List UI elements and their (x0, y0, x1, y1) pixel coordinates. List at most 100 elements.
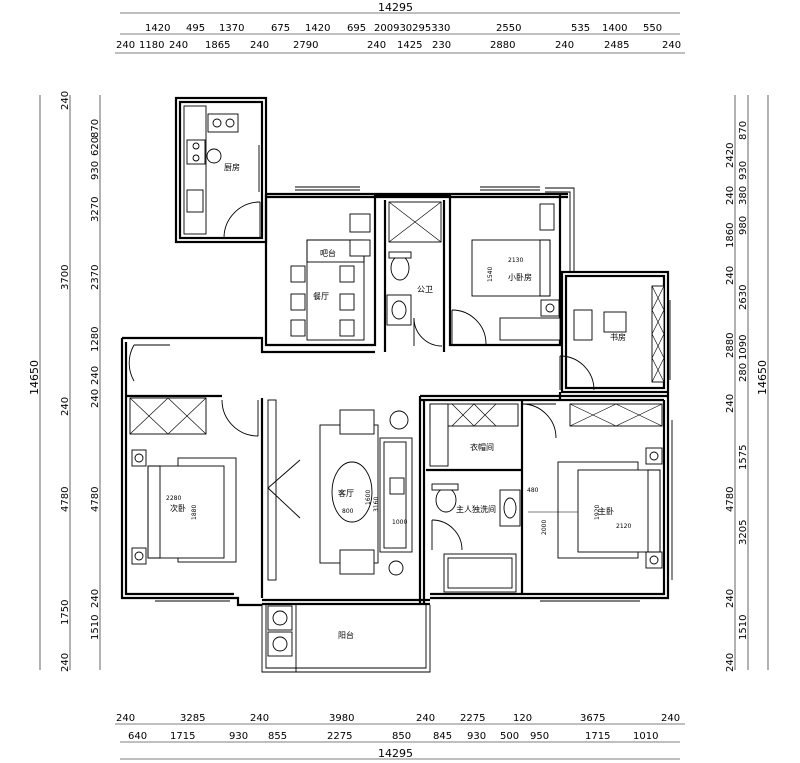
room-label-balcony: 阳台 (338, 630, 354, 640)
dim-label: 240 (90, 589, 101, 608)
room-label-second-bedroom: 次卧 (170, 503, 186, 513)
windows (155, 145, 673, 602)
dim-label: 930 (90, 161, 101, 180)
dim-label: 1400 (602, 23, 627, 34)
top-total-label: 14295 (378, 1, 413, 14)
study-furniture (573, 285, 665, 383)
dim-label: 240 (60, 91, 71, 110)
doors (128, 201, 595, 551)
room-label-study: 书房 (610, 332, 626, 342)
walls (120, 96, 670, 673)
annotation: 1000 (392, 519, 407, 526)
dim-label: 675 (271, 23, 290, 34)
dim-label: 640 (128, 731, 147, 742)
dim-label: 3270 (90, 197, 101, 222)
dim-label: 2790 (293, 40, 318, 51)
dim-label: 230 (432, 40, 451, 51)
annotation: 3160 (373, 497, 380, 512)
dim-label: 500 (500, 731, 519, 742)
dim-label: 2370 (90, 265, 101, 290)
dim-label: 3205 (738, 520, 749, 545)
top-dimensions: 14295 1420 495 1370 675 1420 695 2009302… (115, 1, 685, 54)
left-total-label: 14650 (28, 360, 41, 395)
dim-label: 240 (725, 394, 736, 413)
annotation: 2120 (616, 523, 631, 530)
dim-label: 1865 (205, 40, 230, 51)
dim-label: 1575 (738, 445, 749, 470)
dim-label: 3675 (580, 713, 605, 724)
public-bath-fixtures (386, 201, 442, 326)
bottom-dimensions: 240 3285 240 3980 240 2275 120 3675 240 … (115, 713, 685, 760)
dim-label: 1715 (170, 731, 195, 742)
wardrobe-furniture (429, 403, 519, 467)
dim-label: 280 (738, 363, 749, 382)
dim-label: 240 (555, 40, 574, 51)
right-total-label: 14650 (756, 360, 769, 395)
annotation: 1920 (594, 505, 601, 520)
annotation: 2000 (541, 520, 548, 535)
dim-label: 850 (392, 731, 411, 742)
dim-label: 200930295330 (374, 23, 450, 34)
dim-label: 240 (367, 40, 386, 51)
dim-label: 1860 (725, 223, 736, 248)
dim-label: 3980 (329, 713, 354, 724)
dim-label: 950 (530, 731, 549, 742)
dim-label: 240 (60, 653, 71, 672)
dim-label: 4780 (60, 487, 71, 512)
dim-label: 980 (738, 216, 749, 235)
living-room-furniture (319, 409, 413, 576)
dim-label: 620 (90, 137, 101, 156)
dim-label: 550 (643, 23, 662, 34)
dim-label: 2275 (327, 731, 352, 742)
small-bedroom-furniture (471, 203, 561, 341)
room-label-kitchen: 厨房 (224, 162, 240, 172)
room-label-wardrobe: 衣帽间 (470, 442, 494, 452)
dim-label: 240 (661, 713, 680, 724)
room-label-master-bath: 主人独洗间 (456, 504, 496, 514)
dim-label: 240 (90, 389, 101, 408)
master-bedroom-furniture (528, 403, 663, 569)
dim-label: 1715 (585, 731, 610, 742)
second-bedroom-furniture (129, 397, 301, 581)
dim-label: 1510 (738, 615, 749, 640)
dim-label: 240 (90, 366, 101, 385)
dim-label: 240 (662, 40, 681, 51)
dim-label: 535 (571, 23, 590, 34)
kitchen-fixtures (183, 105, 239, 235)
room-label-public-bath: 公卫 (417, 285, 433, 294)
dim-label: 240 (725, 186, 736, 205)
annotation: 800 (342, 508, 354, 515)
dim-label: 4780 (725, 487, 736, 512)
dim-label: 240 (169, 40, 188, 51)
dim-label: 1180 (139, 40, 164, 51)
dim-label: 930 (229, 731, 248, 742)
master-bath-fixtures (431, 483, 521, 593)
dim-label: 2550 (496, 23, 521, 34)
dim-label: 240 (416, 713, 435, 724)
annotation: 2280 (166, 495, 181, 502)
dim-label: 240 (725, 589, 736, 608)
dim-label: 855 (268, 731, 287, 742)
furniture-annotations: 2130 1540 2280 1880 800 1600 3160 1000 4… (166, 257, 631, 535)
room-label-living: 客厅 (338, 488, 354, 498)
right-dimensions: 2420 240 1860 240 2880 240 4780 240 240 … (725, 95, 769, 672)
dim-label: 870 (90, 119, 101, 138)
dim-label: 2880 (725, 333, 736, 358)
dim-label: 1280 (90, 327, 101, 352)
annotation: 1600 (365, 490, 372, 505)
dim-label: 380 (738, 186, 749, 205)
balcony-fixtures (267, 605, 293, 657)
annotation: 1880 (191, 505, 198, 520)
dim-label: 240 (250, 40, 269, 51)
dim-label: 240 (60, 397, 71, 416)
dim-label: 3285 (180, 713, 205, 724)
dim-label: 4780 (90, 487, 101, 512)
dim-label: 1090 (738, 335, 749, 360)
dim-label: 845 (433, 731, 452, 742)
dim-label: 1420 (145, 23, 170, 34)
dim-label: 930 (467, 731, 486, 742)
dim-label: 1750 (60, 600, 71, 625)
dim-label: 870 (738, 121, 749, 140)
dining-set (290, 213, 371, 341)
